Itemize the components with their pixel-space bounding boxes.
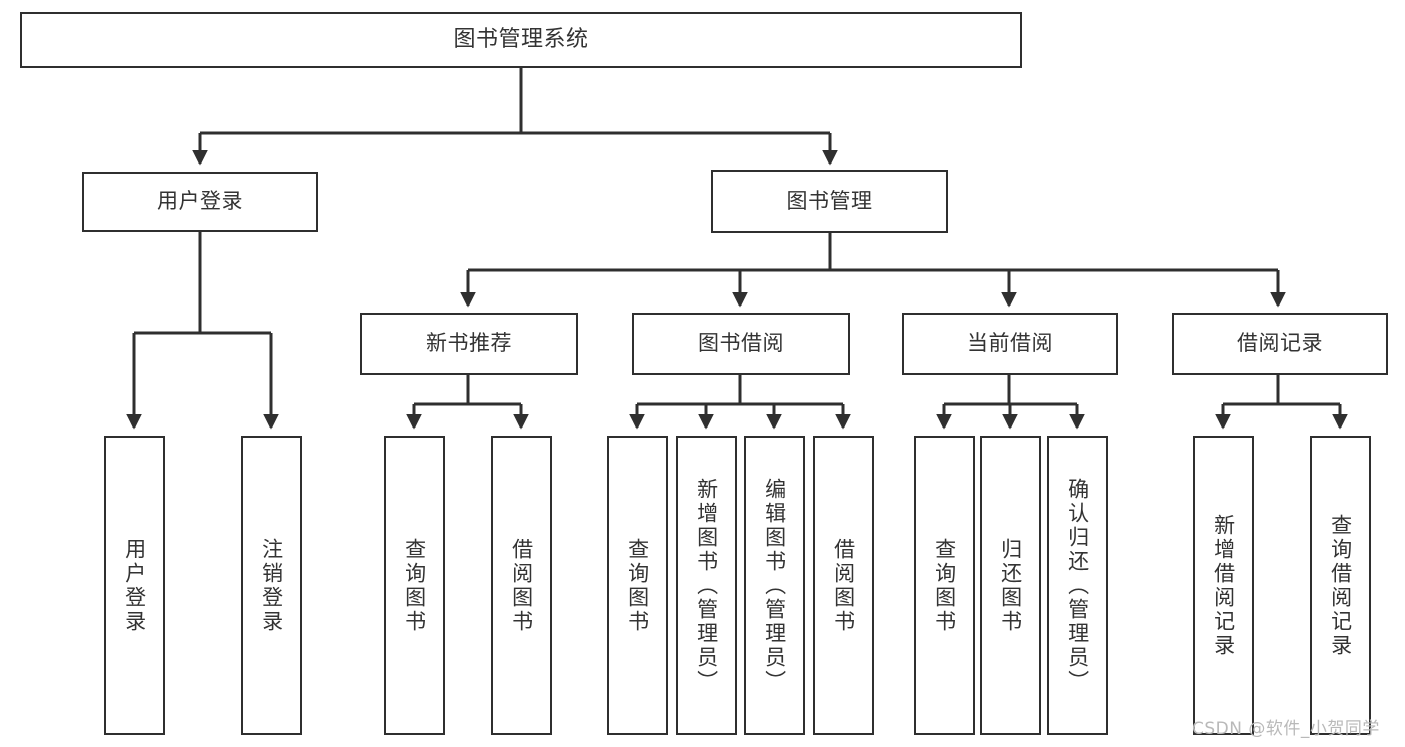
node-book-management[interactable]: 图书管理 <box>711 170 948 233</box>
node-label: 新增图书（管理员） <box>694 477 719 694</box>
node-label: 图书借阅 <box>698 331 784 356</box>
node-label: 新增借阅记录 <box>1211 513 1236 658</box>
node-root-book-management-system[interactable]: 图书管理系统 <box>20 12 1022 68</box>
node-label: 用户登录 <box>122 537 147 634</box>
node-label: 注销登录 <box>259 537 284 634</box>
node-label: 查询图书 <box>402 537 427 634</box>
node-new-book-recommendation[interactable]: 新书推荐 <box>360 313 578 375</box>
node-user-login[interactable]: 用户登录 <box>82 172 318 232</box>
node-label: 确认归还（管理员） <box>1065 477 1090 694</box>
node-label: 新书推荐 <box>426 331 512 356</box>
node-label: 用户登录 <box>157 189 243 214</box>
leaf-user-login[interactable]: 用户登录 <box>104 436 165 735</box>
leaf-edit-book-admin[interactable]: 编辑图书（管理员） <box>744 436 805 735</box>
node-book-borrowing[interactable]: 图书借阅 <box>632 313 850 375</box>
leaf-query-books-borrow[interactable]: 查询图书 <box>607 436 668 735</box>
node-label: 图书管理 <box>786 188 873 213</box>
node-label: 借阅图书 <box>831 537 856 634</box>
node-label: 查询图书 <box>932 537 957 634</box>
leaf-add-borrow-record[interactable]: 新增借阅记录 <box>1193 436 1254 735</box>
node-label: 借阅图书 <box>509 537 534 634</box>
node-label: 查询图书 <box>625 537 650 634</box>
node-borrowing-records[interactable]: 借阅记录 <box>1172 313 1388 375</box>
node-label: 借阅记录 <box>1237 331 1323 356</box>
leaf-query-borrow-record[interactable]: 查询借阅记录 <box>1310 436 1371 735</box>
leaf-borrow-books-borrow[interactable]: 借阅图书 <box>813 436 874 735</box>
leaf-logout[interactable]: 注销登录 <box>241 436 302 735</box>
node-label: 编辑图书（管理员） <box>762 477 787 694</box>
leaf-confirm-return-admin[interactable]: 确认归还（管理员） <box>1047 436 1108 735</box>
leaf-query-books-current[interactable]: 查询图书 <box>914 436 975 735</box>
node-label: 查询借阅记录 <box>1328 513 1353 658</box>
leaf-borrow-books-newbook[interactable]: 借阅图书 <box>491 436 552 735</box>
node-current-borrowing[interactable]: 当前借阅 <box>902 313 1118 375</box>
leaf-query-books-newbook[interactable]: 查询图书 <box>384 436 445 735</box>
node-label: 归还图书 <box>998 537 1023 634</box>
leaf-add-book-admin[interactable]: 新增图书（管理员） <box>676 436 737 735</box>
node-label: 当前借阅 <box>967 331 1053 356</box>
node-label: 图书管理系统 <box>453 26 589 52</box>
leaf-return-books[interactable]: 归还图书 <box>980 436 1041 735</box>
